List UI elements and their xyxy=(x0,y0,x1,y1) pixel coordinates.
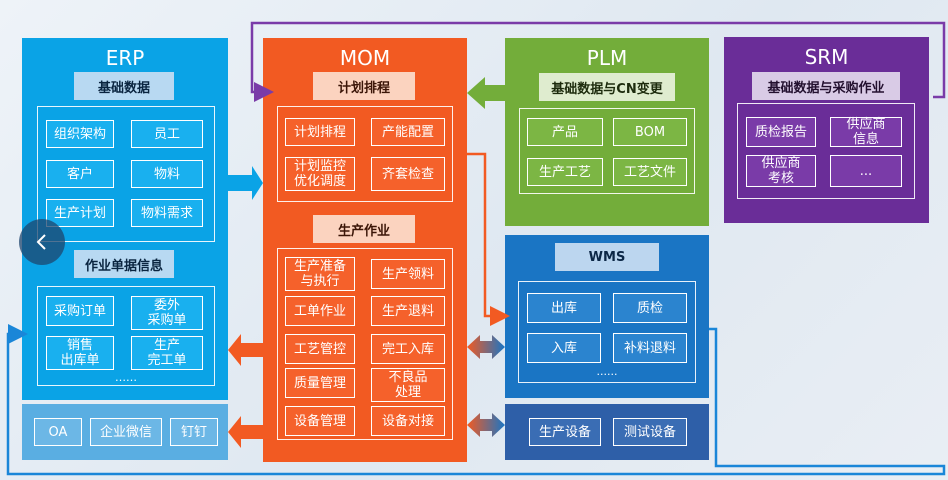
wms-quality-check[interactable]: 质检 xyxy=(613,293,687,323)
srm-inspection-report[interactable]: 质检报告 xyxy=(746,117,816,147)
plm-process-docs[interactable]: 工艺文件 xyxy=(613,158,687,186)
plm-frame xyxy=(519,108,695,194)
mom-panel: MOM 计划排程 计划排程 产能配置 计划监控 优化调度 齐套检查 生产作业 生… xyxy=(263,38,467,462)
mom-capacity-config[interactable]: 产能配置 xyxy=(371,118,445,146)
mom-to-erp-arrow xyxy=(228,334,263,366)
mom-production-heading: 生产作业 xyxy=(313,215,415,243)
production-equipment[interactable]: 生产设备 xyxy=(529,418,601,446)
mom-scheduling[interactable]: 计划排程 xyxy=(285,118,355,146)
test-equipment[interactable]: 测试设备 xyxy=(613,418,687,446)
oa-item[interactable]: OA xyxy=(34,418,82,446)
erp-panel: ERP 基础数据 组织架构 员工 客户 物料 生产计划 物料需求 作业单据信息 … xyxy=(22,38,228,400)
srm-frame xyxy=(737,103,915,199)
mom-defect-handling[interactable]: 不良品 处理 xyxy=(371,368,445,402)
srm-supplier-info[interactable]: 供应商 信息 xyxy=(830,117,902,147)
mom-completion-storage[interactable]: 完工入库 xyxy=(371,334,445,364)
srm-supplier-assessment[interactable]: 供应商 考核 xyxy=(746,155,816,187)
erp-outsourcing-po[interactable]: 委外 采购单 xyxy=(131,296,203,330)
erp-title: ERP xyxy=(105,46,145,70)
erp-material[interactable]: 物料 xyxy=(131,160,203,188)
plm-bom[interactable]: BOM xyxy=(613,118,687,146)
erp-to-mom-arrow xyxy=(228,166,263,200)
mom-to-wms-line xyxy=(467,152,510,326)
mom-production-prep[interactable]: 生产准备 与执行 xyxy=(285,257,355,291)
wms-replenish-return[interactable]: 补料退料 xyxy=(613,333,687,363)
mom-wms-dual-arrow xyxy=(467,335,505,359)
erp-production-completion[interactable]: 生产 完工单 xyxy=(131,336,203,370)
wms-inbound[interactable]: 入库 xyxy=(527,333,601,363)
wms-outbound[interactable]: 出库 xyxy=(527,293,601,323)
plm-title: PLM xyxy=(586,46,628,70)
srm-panel: SRM 基础数据与采购作业 质检报告 供应商 信息 供应商 考核 ... xyxy=(724,37,929,223)
mom-devices-dual-arrow xyxy=(467,413,505,437)
wecom-item[interactable]: 企业微信 xyxy=(90,418,162,446)
erp-ellipsis: …… xyxy=(115,371,137,384)
wms-title: WMS xyxy=(555,243,659,271)
erp-employee[interactable]: 员工 xyxy=(131,120,203,148)
mom-plan-frame xyxy=(277,106,453,202)
mom-quality-management[interactable]: 质量管理 xyxy=(285,368,355,398)
mom-to-oa-arrow xyxy=(228,416,263,448)
plm-product[interactable]: 产品 xyxy=(527,118,603,146)
erp-purchase-order[interactable]: 采购订单 xyxy=(46,296,114,326)
mom-kitting-check[interactable]: 齐套检查 xyxy=(371,157,445,191)
mom-title: MOM xyxy=(339,46,391,70)
erp-org-structure[interactable]: 组织架构 xyxy=(46,120,114,148)
wms-panel: WMS 出库 质检 入库 补料退料 ...... xyxy=(505,235,709,398)
plm-to-mom-arrow xyxy=(467,77,505,109)
mom-process-control[interactable]: 工艺管控 xyxy=(285,334,355,364)
srm-title: SRM xyxy=(804,45,849,69)
carousel-prev-button[interactable] xyxy=(19,219,65,265)
mom-equipment-management[interactable]: 设备管理 xyxy=(285,406,355,436)
chevron-left-icon xyxy=(36,234,46,250)
mom-plan-heading: 计划排程 xyxy=(313,72,415,100)
mom-material-return[interactable]: 生产退料 xyxy=(371,296,445,326)
plm-section-heading: 基础数据与CN变更 xyxy=(539,73,675,101)
srm-section-heading: 基础数据与采购作业 xyxy=(752,72,900,100)
mom-work-order[interactable]: 工单作业 xyxy=(285,296,355,326)
erp-basic-data-frame xyxy=(37,106,215,242)
dingtalk-item[interactable]: 钉钉 xyxy=(170,418,218,446)
mom-material-picking[interactable]: 生产领料 xyxy=(371,259,445,289)
erp-sales-delivery[interactable]: 销售 出库单 xyxy=(46,336,114,370)
erp-material-demand[interactable]: 物料需求 xyxy=(131,199,203,227)
mom-plan-monitoring[interactable]: 计划监控 优化调度 xyxy=(285,157,355,191)
erp-production-plan[interactable]: 生产计划 xyxy=(46,199,114,227)
erp-basic-data-heading: 基础数据 xyxy=(74,72,174,100)
plm-panel: PLM 基础数据与CN变更 产品 BOM 生产工艺 工艺文件 xyxy=(505,38,709,226)
erp-customer[interactable]: 客户 xyxy=(46,160,114,188)
mom-equipment-integration[interactable]: 设备对接 xyxy=(371,406,445,436)
erp-order-info-heading: 作业单据信息 xyxy=(74,250,174,278)
srm-more[interactable]: ... xyxy=(830,155,902,187)
wms-ellipsis: ...... xyxy=(596,365,618,378)
devices-panel: 生产设备 测试设备 xyxy=(505,404,709,460)
collaboration-panel: OA 企业微信 钉钉 xyxy=(22,404,228,460)
plm-process[interactable]: 生产工艺 xyxy=(527,158,603,186)
